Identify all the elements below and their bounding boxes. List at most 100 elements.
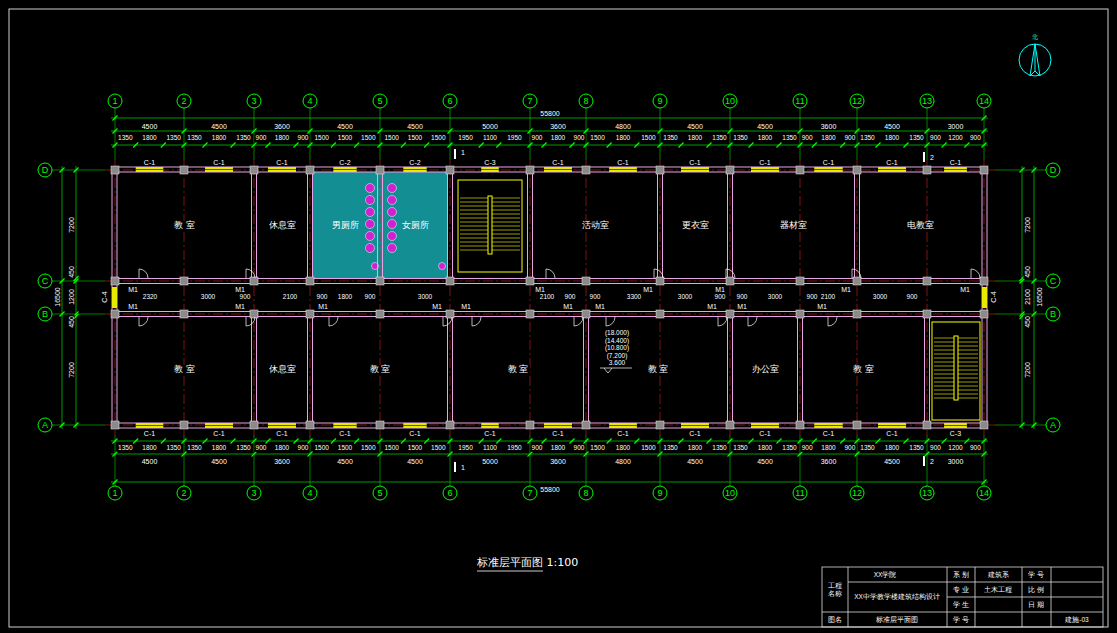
axis-bubble — [1046, 307, 1060, 321]
axis-dimension: 4500 — [883, 122, 901, 129]
stair-tread — [958, 394, 978, 395]
axis-bubble — [373, 94, 387, 108]
window — [544, 423, 572, 428]
stair-tread — [460, 250, 488, 251]
dimension-tick — [964, 439, 969, 444]
dimension-tick — [798, 143, 803, 148]
detail-dimension: 1950 — [457, 445, 473, 452]
partition-wall — [312, 172, 313, 279]
axis-bubble — [303, 486, 317, 500]
column — [446, 421, 454, 429]
window-glass — [944, 169, 967, 170]
stair-tread — [492, 206, 520, 207]
window — [333, 423, 356, 428]
axis-dimension: 4500 — [686, 122, 704, 129]
dimension-tick — [448, 439, 453, 444]
axis-dimension: 4500 — [756, 458, 774, 465]
side-dimension: 16500 — [54, 286, 61, 307]
detail-dimension: 900 — [843, 135, 856, 142]
outer-wall — [117, 172, 982, 423]
window — [814, 423, 843, 428]
axis-dimension: 3600 — [549, 458, 567, 465]
dimension-tick — [74, 423, 79, 428]
axis-bubble — [579, 486, 593, 500]
dimension-tick — [60, 423, 65, 428]
window — [544, 167, 572, 172]
axis-letter: B — [1049, 310, 1057, 319]
dimension-tick — [113, 143, 118, 148]
detail-dimension: 900 — [297, 445, 310, 452]
dimension-tick — [203, 439, 208, 444]
axis-bubble — [793, 486, 807, 500]
dimension-tick — [378, 129, 383, 134]
detail-dimension: 1800 — [550, 445, 566, 452]
detail-dimension: 1350 — [117, 135, 133, 142]
axis-bubble — [579, 94, 593, 108]
partition-wall — [583, 317, 584, 424]
stair-tread — [460, 202, 488, 203]
extension-line — [254, 435, 255, 486]
dimension-tick — [925, 439, 930, 444]
detail-dimension: 1800 — [687, 445, 703, 452]
partition-wall — [727, 172, 728, 279]
axis-line — [450, 160, 451, 435]
partition-wall — [924, 317, 925, 424]
door-swing — [246, 269, 255, 278]
window-glass — [481, 425, 499, 426]
door-tag: M1 — [840, 286, 852, 293]
axis-number: 11 — [794, 489, 805, 498]
side-dimension: 7200 — [68, 361, 75, 379]
stair-tread — [460, 230, 488, 231]
door-swing — [718, 317, 727, 326]
axis-line — [730, 160, 731, 435]
axis-number: 7 — [526, 489, 533, 498]
dimension-tick — [679, 143, 684, 148]
axis-number: 13 — [921, 97, 933, 106]
dimension-tick — [728, 439, 733, 444]
detail-dimension: 1500 — [589, 135, 605, 142]
dimension-tick — [1032, 312, 1037, 317]
detail-dimension: 1800 — [757, 445, 773, 452]
partition-wall — [256, 172, 257, 279]
axis-bubble — [523, 486, 537, 500]
dimension-tick — [294, 439, 299, 444]
dimension-tick — [855, 129, 860, 134]
door-tag: M1 — [642, 286, 654, 293]
axis-number: 5 — [376, 97, 383, 106]
detail-dimension: 1350 — [781, 445, 797, 452]
axis-number: 9 — [656, 97, 663, 106]
corridor-wall — [117, 316, 982, 317]
extension-line — [927, 108, 928, 160]
detail-dimension: 1200 — [947, 445, 963, 452]
stair-tread — [934, 378, 954, 379]
axis-number: 1 — [111, 97, 118, 106]
dimension-tick — [777, 143, 782, 148]
window-glass — [333, 425, 356, 426]
window-glass — [609, 169, 637, 170]
partition-wall — [802, 317, 803, 424]
detail-dimension: 1800 — [141, 135, 157, 142]
dimension-tick — [942, 143, 947, 148]
dimension-tick — [634, 143, 639, 148]
column — [582, 277, 590, 285]
detail-dimension: 1500 — [313, 135, 329, 142]
axis-line — [184, 160, 185, 435]
axis-number: 3 — [250, 489, 257, 498]
extension-line — [984, 435, 985, 486]
partition-wall — [588, 317, 589, 424]
column — [250, 277, 258, 285]
axis-number: 7 — [526, 97, 533, 106]
dimension-tick — [982, 452, 987, 457]
axis-bubble — [850, 94, 864, 108]
detail-dimension: 1500 — [383, 445, 399, 452]
room-name: 女厕所 — [400, 221, 431, 230]
column — [526, 421, 534, 429]
window-glass — [681, 425, 709, 426]
window-tag: C-1 — [758, 430, 771, 437]
detail-dimension: 1950 — [457, 135, 473, 142]
dimension-line — [111, 482, 988, 483]
window-tag: C-1 — [212, 430, 225, 437]
detail-dimension: 900 — [255, 445, 268, 452]
room-name: 休息室 — [267, 221, 298, 230]
window-glass — [205, 169, 233, 170]
